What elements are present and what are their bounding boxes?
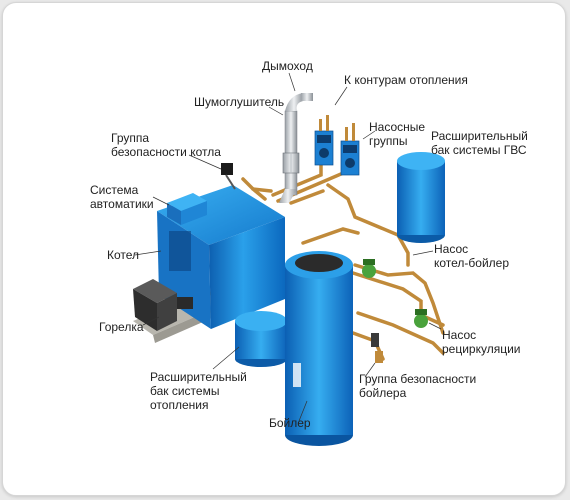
recirculation-pump bbox=[414, 309, 428, 328]
diagram-frame: Дымоход К контурам отопления Шумоглушите… bbox=[2, 2, 566, 496]
leader-lines bbox=[134, 72, 442, 422]
label-water-heater-safety-group: Группа безопасности бойлера bbox=[359, 372, 477, 400]
label-heating-expansion-tank: Расширительный бак системы отопления bbox=[150, 370, 247, 412]
chimney-pipe bbox=[279, 93, 313, 203]
label-heating-circuits: К контурам отопления bbox=[344, 73, 468, 87]
label-boiler-safety-group: Группа безопасности котла bbox=[111, 131, 221, 159]
label-water-heater: Бойлер bbox=[269, 416, 311, 430]
heating-expansion-tank bbox=[235, 311, 287, 367]
label-chimney: Дымоход bbox=[262, 59, 313, 73]
label-boiler: Котел bbox=[107, 248, 140, 262]
label-dhw-expansion-tank: Расширительный бак системы ГВС bbox=[431, 129, 528, 157]
label-recirculation-pump: Насос рециркуляции bbox=[442, 328, 521, 356]
water-heater-tank bbox=[285, 251, 353, 446]
pump-groups bbox=[314, 115, 360, 176]
boiler-pump bbox=[362, 259, 376, 278]
heating-system-illustration bbox=[133, 72, 445, 446]
label-silencer: Шумоглушитель bbox=[194, 95, 285, 109]
label-pump-groups: Насосные группы bbox=[369, 120, 426, 148]
label-boiler-pump: Насос котел-бойлер bbox=[434, 242, 510, 270]
dhw-expansion-tank bbox=[397, 152, 445, 243]
label-automation-system: Система автоматики bbox=[90, 183, 154, 211]
label-burner: Горелка bbox=[99, 320, 144, 334]
water-heater-safety-valves bbox=[371, 333, 383, 363]
burner-unit bbox=[133, 279, 193, 331]
